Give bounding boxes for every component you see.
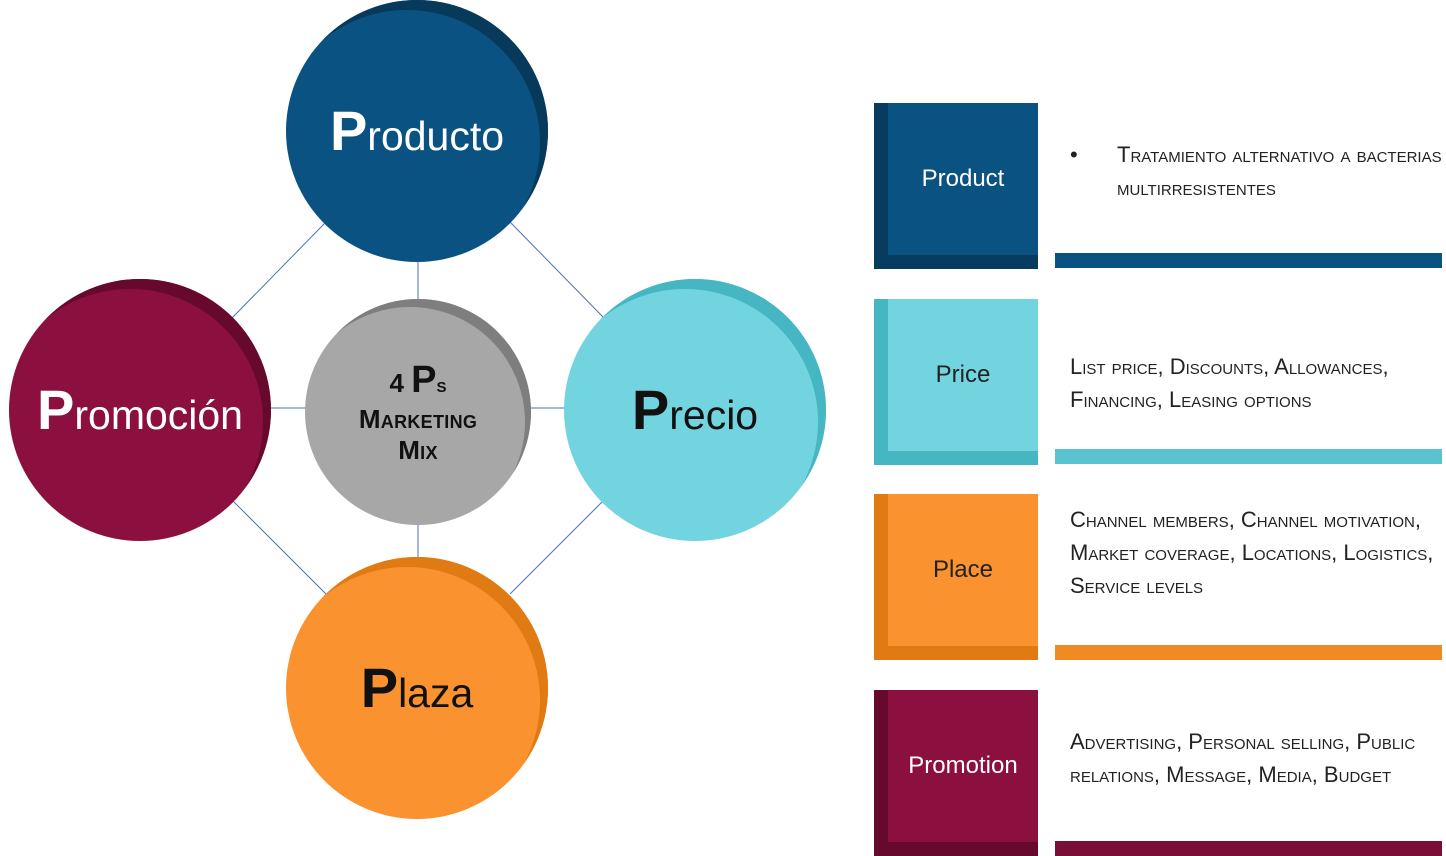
connector-promocion-plaza xyxy=(231,499,327,595)
promotion-underline-bar xyxy=(1055,841,1442,856)
place-label-box: Place xyxy=(874,494,1038,660)
product-label-box: Product xyxy=(874,103,1038,269)
place-underline-bar xyxy=(1055,645,1442,660)
connector-producto-promocion xyxy=(231,221,327,319)
promocion-label: Promoción xyxy=(37,378,243,441)
product-description: •Tratamiento alternativo a bacterias mul… xyxy=(1070,138,1442,204)
price-description: List price, Discounts, Allowances, Finan… xyxy=(1070,354,1389,412)
place-label: Place xyxy=(932,556,994,583)
price-underline-bar xyxy=(1055,449,1442,464)
center-line-marketing: Marketing xyxy=(358,403,478,434)
plaza-label: Plaza xyxy=(360,656,474,719)
circle-center-marketing-mix: 4 Ps Marketing Mix xyxy=(305,299,531,525)
circle-producto: Producto xyxy=(286,0,548,262)
place-description: Channel members, Channel motivation, Mar… xyxy=(1070,507,1434,598)
list-item: •Tratamiento alternativo a bacterias mul… xyxy=(1070,138,1442,204)
circle-promocion: Promoción xyxy=(9,279,271,541)
circle-plaza: Plaza xyxy=(286,557,548,819)
center-line-mix: Mix xyxy=(398,434,438,465)
promotion-label-box: Promotion xyxy=(874,690,1038,856)
producto-label: Producto xyxy=(329,99,505,162)
circle-precio: Precio xyxy=(564,279,826,541)
promotion-description: Advertising, Personal selling, Public re… xyxy=(1070,729,1416,787)
product-underline-bar xyxy=(1055,253,1442,268)
product-label: Product xyxy=(921,165,1005,192)
bullet-icon: • xyxy=(1070,142,1078,167)
price-label: Price xyxy=(935,361,991,388)
center-title-4ps: 4 Ps xyxy=(389,359,447,402)
connector-precio-plaza xyxy=(509,499,605,595)
precio-label: Precio xyxy=(631,378,759,441)
center-label: 4 Ps Marketing Mix xyxy=(359,358,477,466)
price-label-box: Price xyxy=(874,299,1038,465)
connector-producto-precio xyxy=(509,221,605,319)
promotion-label: Promotion xyxy=(908,752,1018,779)
